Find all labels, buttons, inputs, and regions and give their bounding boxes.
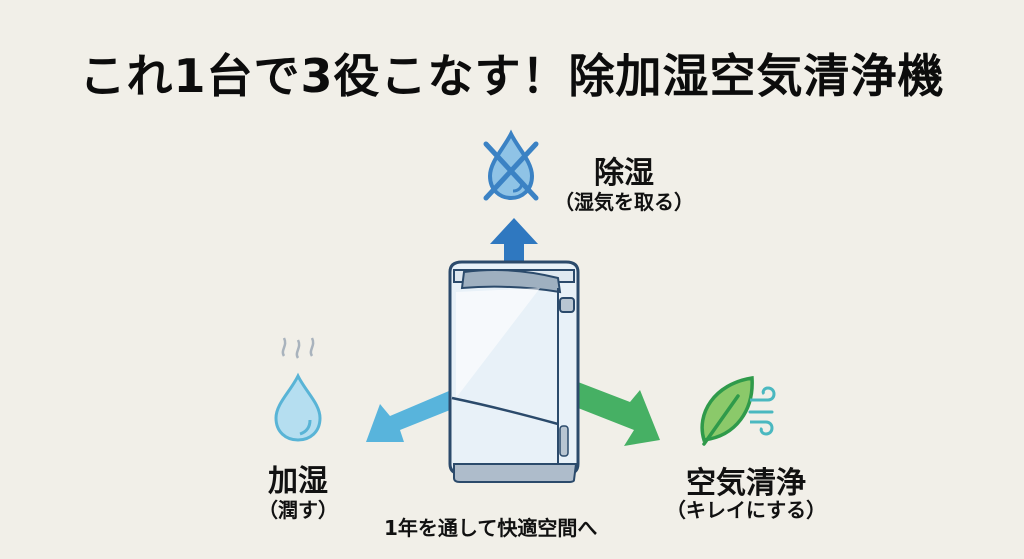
crossed-water-drop-icon xyxy=(483,129,539,201)
arrow-left-down-icon xyxy=(366,388,460,442)
page-title: これ1台で3役こなす！除加湿空気清浄機 xyxy=(79,49,945,103)
arrow-right-down-icon xyxy=(578,382,660,446)
footer-caption: 1年を通して快適空間へ xyxy=(384,516,598,540)
dehumidify-sub-label: （湿気を取る） xyxy=(554,190,694,214)
steaming-water-drop-icon xyxy=(274,337,322,442)
leaf-wind-icon xyxy=(700,375,776,446)
appliance-illustration xyxy=(448,260,580,483)
humidify-label: 加湿 xyxy=(268,464,328,499)
humidify-sub-label: （潤す） xyxy=(258,498,338,522)
purify-label: 空気清浄 xyxy=(686,466,806,501)
purify-sub-label: （キレイにする） xyxy=(665,498,827,522)
dehumidify-label: 除湿 xyxy=(594,156,654,191)
arrow-up-icon xyxy=(490,218,538,270)
